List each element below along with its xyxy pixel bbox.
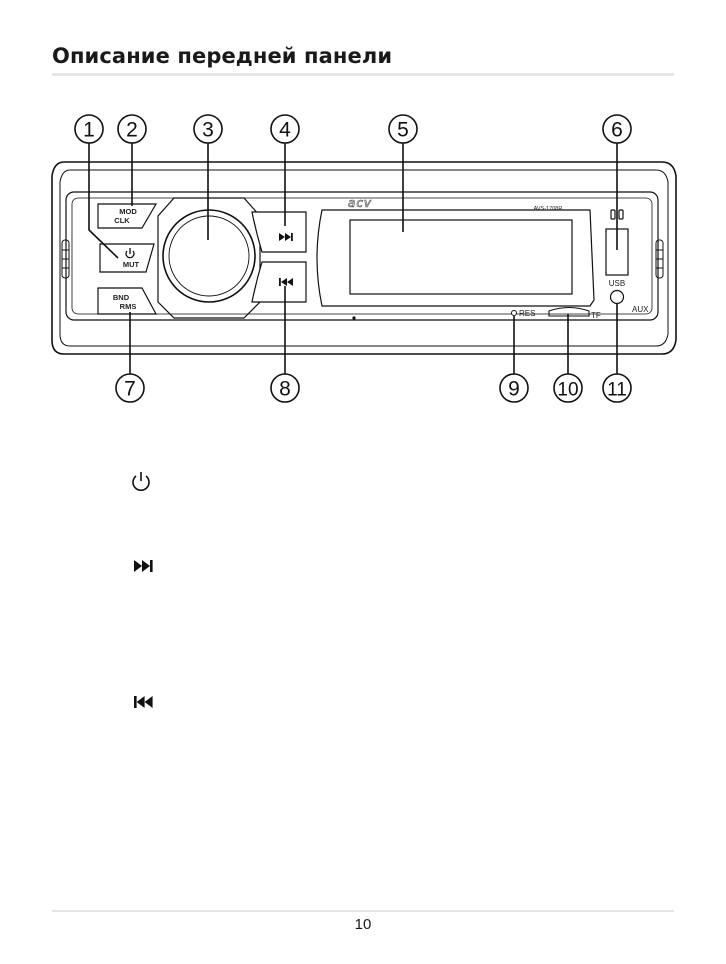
aux-label: AUX — [632, 305, 649, 314]
callout-9: 9 — [499, 373, 529, 403]
svg-text:acv: acv — [348, 196, 372, 210]
power-icon — [125, 248, 135, 259]
callout-1: 1 — [74, 114, 104, 144]
callout-10: 10 — [553, 373, 583, 403]
next-track-icon — [134, 560, 153, 572]
right-grip — [655, 239, 664, 279]
svg-text:3: 3 — [202, 119, 214, 142]
callout-8: 8 — [270, 373, 300, 403]
callout-5: 5 — [388, 114, 418, 144]
tf-card-slot[interactable] — [548, 306, 590, 317]
callout-6: 6 — [602, 114, 632, 144]
svg-text:9: 9 — [508, 378, 520, 401]
ir-sensor — [352, 316, 356, 320]
svg-text:RMS: RMS — [120, 302, 137, 311]
svg-text:6: 6 — [611, 119, 623, 142]
svg-text:4: 4 — [279, 119, 291, 142]
next-track-icon — [279, 233, 293, 241]
svg-text:BND: BND — [113, 293, 130, 302]
lcd-display — [316, 209, 595, 307]
page-number: 10 — [354, 916, 372, 933]
previous-track-icon — [134, 696, 153, 708]
callout-3: 3 — [193, 114, 223, 144]
svg-text:5: 5 — [397, 119, 409, 142]
svg-text:2: 2 — [126, 119, 138, 142]
tf-label: TF — [591, 311, 601, 320]
callout-11: 11 — [602, 373, 632, 403]
power-icon — [132, 472, 150, 491]
reset-button[interactable] — [511, 310, 517, 316]
mod-clk-button[interactable]: MOD CLK — [97, 203, 158, 229]
svg-text:CLK: CLK — [114, 216, 130, 225]
power-mute-button[interactable]: MUT — [99, 243, 155, 273]
callout-2: 2 — [117, 114, 147, 144]
header-divider — [52, 73, 674, 76]
callout-4: 4 — [270, 114, 300, 144]
callout-7: 7 — [115, 373, 145, 403]
usb-label: USB — [609, 279, 625, 288]
svg-text:MUT: MUT — [123, 260, 140, 269]
volume-knob[interactable] — [157, 197, 261, 319]
svg-text:1: 1 — [83, 119, 95, 142]
svg-text:11: 11 — [607, 380, 627, 401]
previous-track-button[interactable] — [251, 261, 307, 303]
svg-text:MOD: MOD — [119, 207, 137, 216]
reset-label: RES — [519, 309, 535, 318]
next-track-button[interactable] — [251, 211, 307, 253]
panel-housing — [51, 161, 677, 355]
previous-track-icon — [279, 278, 293, 286]
svg-text:10: 10 — [557, 380, 578, 401]
page-title: Описание передней панели — [52, 44, 393, 68]
band-rms-button[interactable]: BND RMS — [97, 287, 158, 315]
left-grip — [61, 239, 70, 279]
svg-text:8: 8 — [279, 378, 291, 401]
aux-jack[interactable] — [609, 289, 625, 305]
model-label: AVS-1708R — [534, 206, 563, 212]
callout-leaders — [88, 143, 618, 374]
footer-divider — [52, 910, 674, 912]
brand-logo: acv — [348, 196, 372, 211]
svg-text:7: 7 — [124, 378, 136, 401]
